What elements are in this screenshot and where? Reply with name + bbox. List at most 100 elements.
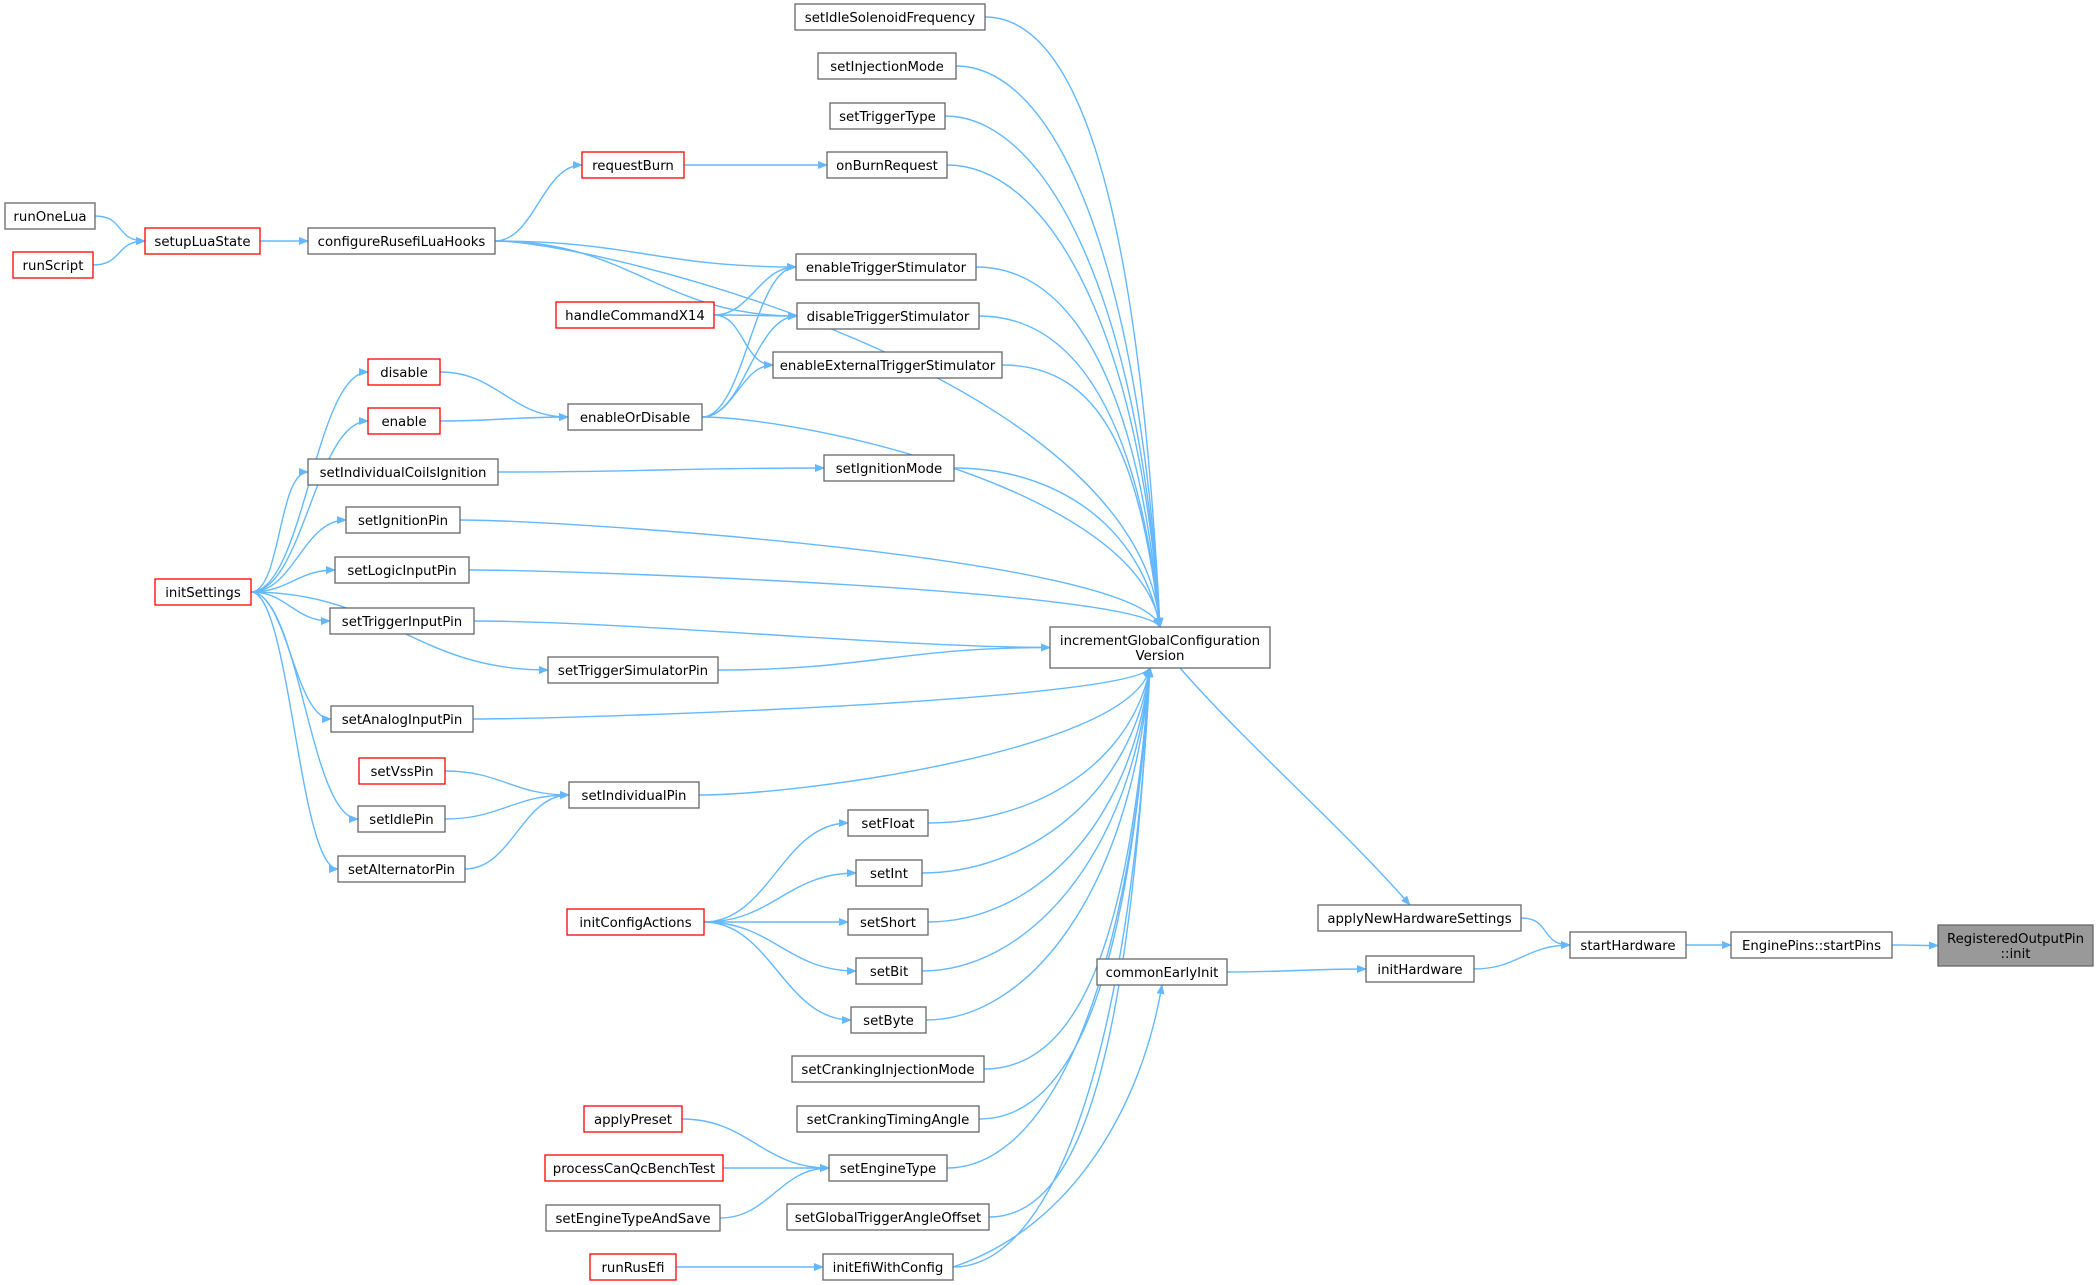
edge-init-settings-to-set-individual-coils-ignition: [250, 468, 309, 593]
node-set-analog-input-pin[interactable]: setAnalogInputPin: [330, 705, 474, 733]
edge-set-alternator-pin-to-set-individual-pin: [464, 791, 570, 870]
node-label: ::init: [2001, 947, 2031, 962]
node-start-pins[interactable]: EnginePins::startPins: [1730, 931, 1893, 959]
node-init-efi-with-config[interactable]: initEfiWithConfig: [822, 1253, 954, 1281]
node-set-idle-pin[interactable]: setIdlePin: [357, 805, 446, 833]
node-configure-rusefi-lua-hooks[interactable]: configureRusefiLuaHooks: [307, 227, 496, 255]
node-set-trigger-input-pin[interactable]: setTriggerInputPin: [329, 607, 475, 635]
node-set-ignition-mode[interactable]: setIgnitionMode: [823, 454, 955, 482]
node-set-individual-coils-ignition[interactable]: setIndividualCoilsIgnition: [307, 458, 499, 486]
edge-set-ignition-mode-to-increment-global-configuration-version: [953, 467, 1163, 628]
node-disable-trigger-stimulator[interactable]: disableTriggerStimulator: [796, 302, 980, 330]
node-set-short[interactable]: setShort: [847, 908, 929, 936]
node-label: initSettings: [165, 586, 241, 601]
node-set-float[interactable]: setFloat: [847, 809, 929, 837]
node-label: setIndividualCoilsIgnition: [320, 466, 487, 481]
node-set-logic-input-pin[interactable]: setLogicInputPin: [334, 556, 470, 584]
node-request-burn[interactable]: requestBurn: [581, 151, 685, 179]
node-enable[interactable]: enable: [367, 407, 441, 435]
node-label: setAlternatorPin: [348, 863, 455, 878]
node-set-cranking-injection-mode[interactable]: setCrankingInjectionMode: [791, 1055, 985, 1083]
node-set-trigger-simulator-pin[interactable]: setTriggerSimulatorPin: [547, 656, 719, 684]
node-run-rus-efi[interactable]: runRusEfi: [589, 1253, 677, 1281]
node-enable-external-trigger-stimulator[interactable]: enableExternalTriggerStimulator: [772, 351, 1003, 379]
node-box: [545, 1204, 721, 1232]
node-apply-new-hardware-settings[interactable]: applyNewHardwareSettings: [1317, 904, 1522, 932]
edge-set-trigger-simulator-pin-to-increment-global-configuration-version: [717, 643, 1051, 671]
node-enable-or-disable[interactable]: enableOrDisable: [567, 403, 703, 431]
edge-run-script-to-setup-lua-state: [92, 237, 146, 266]
node-label: setCrankingInjectionMode: [801, 1063, 974, 1078]
edge-init-hardware-to-start-hardware: [1473, 941, 1571, 970]
node-on-burn-request[interactable]: onBurnRequest: [826, 151, 948, 179]
node-common-early-init[interactable]: commonEarlyInit: [1096, 958, 1228, 986]
node-init-config-actions[interactable]: initConfigActions: [566, 908, 705, 936]
node-label: setTriggerSimulatorPin: [558, 664, 708, 679]
node-box: [367, 358, 441, 386]
edge-increment-global-configuration-version-to-apply-new-hardware-settings: [1179, 667, 1411, 906]
node-start-hardware[interactable]: startHardware: [1569, 931, 1687, 959]
node-box: [1569, 931, 1687, 959]
node-set-global-trigger-angle-offset[interactable]: setGlobalTriggerAngleOffset: [786, 1203, 990, 1231]
node-set-ignition-pin[interactable]: setIgnitionPin: [345, 506, 461, 534]
node-box: [817, 52, 957, 80]
node-apply-preset[interactable]: applyPreset: [583, 1105, 683, 1133]
node-run-script[interactable]: runScript: [12, 251, 94, 279]
node-set-injection-mode[interactable]: setInjectionMode: [817, 52, 957, 80]
node-set-engine-type-and-save[interactable]: setEngineTypeAndSave: [545, 1204, 721, 1232]
node-set-idle-solenoid-frequency[interactable]: setIdleSolenoidFrequency: [794, 3, 986, 31]
edge-on-burn-request-to-increment-global-configuration-version: [946, 164, 1164, 628]
edge-enable-or-disable-to-increment-global-configuration-version: [701, 416, 1163, 628]
edge-enable-to-enable-or-disable: [439, 413, 569, 422]
edge-set-int-to-increment-global-configuration-version: [921, 667, 1153, 874]
node-box: [1730, 931, 1893, 959]
node-process-can-qc-bench-test[interactable]: processCanQcBenchTest: [544, 1154, 724, 1182]
edge-set-short-to-increment-global-configuration-version: [927, 667, 1153, 923]
node-enable-trigger-stimulator[interactable]: enableTriggerStimulator: [795, 253, 977, 281]
node-box: [847, 908, 929, 936]
node-box: [544, 1154, 724, 1182]
node-init-hardware[interactable]: initHardware: [1365, 955, 1475, 983]
node-box: [345, 506, 461, 534]
node-box: [547, 656, 719, 684]
node-box: [850, 1006, 927, 1034]
edge-init-settings-to-set-idle-pin: [250, 591, 359, 823]
node-label: runScript: [23, 259, 84, 274]
edge-disable-trigger-stimulator-to-increment-global-configuration-version: [978, 315, 1164, 628]
edge-init-config-actions-to-set-byte: [703, 921, 852, 1024]
edge-apply-preset-to-set-engine-type: [681, 1118, 830, 1172]
node-box: [796, 1105, 980, 1133]
node-box: [823, 454, 955, 482]
node-disable[interactable]: disable: [367, 358, 441, 386]
node-label: startHardware: [1580, 939, 1675, 954]
node-root[interactable]: RegisteredOutputPin::init: [1937, 924, 2094, 967]
node-label: setVssPin: [370, 765, 433, 780]
edge-enable-or-disable-to-enable-external-trigger-stimulator: [701, 361, 774, 418]
node-label: setAnalogInputPin: [342, 713, 463, 728]
node-set-bit[interactable]: setBit: [855, 957, 923, 985]
edge-init-efi-with-config-to-common-early-init: [952, 984, 1165, 1268]
node-label: enableExternalTriggerStimulator: [780, 359, 996, 374]
node-label: setEngineTypeAndSave: [555, 1212, 710, 1227]
edge-set-idle-pin-to-set-individual-pin: [444, 791, 570, 820]
node-box: [307, 458, 499, 486]
node-set-int[interactable]: setInt: [855, 859, 923, 887]
node-set-individual-pin[interactable]: setIndividualPin: [568, 781, 700, 809]
node-set-alternator-pin[interactable]: setAlternatorPin: [337, 855, 466, 883]
node-set-vss-pin[interactable]: setVssPin: [358, 757, 446, 785]
node-handle-command-x14[interactable]: handleCommandX14: [555, 301, 715, 329]
edge-set-individual-coils-ignition-to-set-ignition-mode: [497, 464, 825, 473]
edge-handle-command-x14-to-enable-trigger-stimulator: [713, 263, 797, 316]
node-setup-lua-state[interactable]: setupLuaState: [144, 227, 261, 255]
node-set-engine-type[interactable]: setEngineType: [828, 1154, 948, 1182]
node-set-trigger-type[interactable]: setTriggerType: [829, 102, 946, 130]
edge-set-individual-pin-to-increment-global-configuration-version: [698, 667, 1152, 796]
node-box: [1317, 904, 1522, 932]
node-init-settings[interactable]: initSettings: [154, 578, 252, 606]
node-label: disable: [380, 366, 428, 381]
node-set-byte[interactable]: setByte: [850, 1006, 927, 1034]
node-box: [1049, 626, 1271, 669]
node-set-cranking-timing-angle[interactable]: setCrankingTimingAngle: [796, 1105, 980, 1133]
node-run-one-lua[interactable]: runOneLua: [4, 202, 96, 230]
